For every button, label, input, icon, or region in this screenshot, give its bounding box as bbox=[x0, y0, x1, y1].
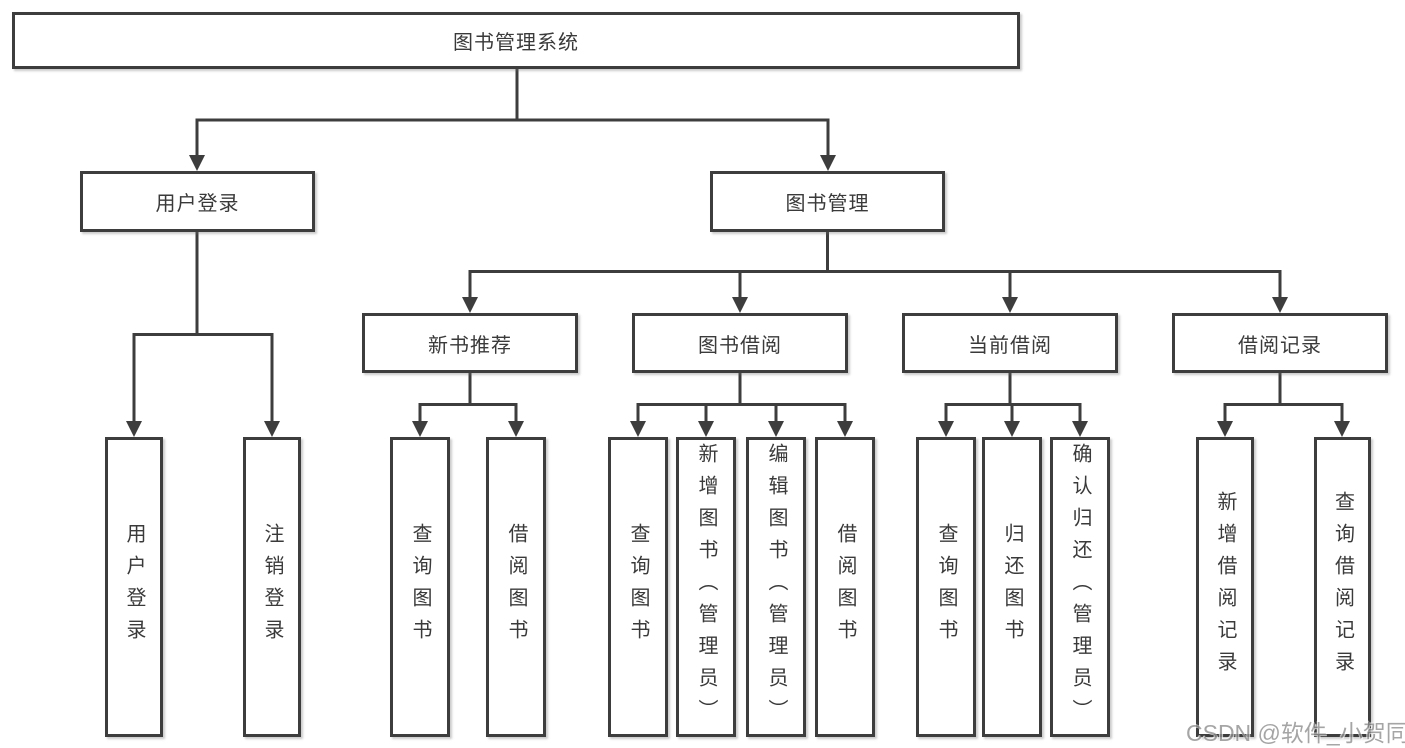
leaf-edit-books-admin: 编辑图书（管理员） bbox=[746, 437, 806, 737]
leaf-edit-books-admin-label: 编辑图书（管理员） bbox=[765, 443, 787, 731]
leaf-add-borrow-record-label: 新增借阅记录 bbox=[1214, 491, 1236, 683]
connector-arrowhead bbox=[698, 421, 714, 437]
connector-arrowhead bbox=[1334, 421, 1350, 437]
connector-arrowhead bbox=[1004, 421, 1020, 437]
node-library-system: 图书管理系统 bbox=[12, 12, 1020, 69]
node-borrow-record: 借阅记录 bbox=[1172, 313, 1388, 373]
connector-arrowhead bbox=[508, 421, 524, 437]
connector-arrowhead bbox=[630, 421, 646, 437]
leaf-query-books-borrow-label: 查询图书 bbox=[627, 523, 649, 651]
connector-arrowhead bbox=[412, 421, 428, 437]
connector-arrowhead bbox=[264, 421, 280, 437]
leaf-user-login-label: 用户登录 bbox=[123, 523, 145, 651]
connector-arrowhead bbox=[1272, 297, 1288, 313]
leaf-query-books-recommend-label: 查询图书 bbox=[409, 523, 431, 651]
leaf-borrow-books-recommend: 借阅图书 bbox=[486, 437, 546, 737]
connector-arrowhead bbox=[1217, 421, 1233, 437]
csdn-watermark: CSDN @软件_小贺同学 bbox=[1186, 720, 1405, 746]
connector-arrowhead bbox=[189, 155, 205, 171]
leaf-add-books-admin-label: 新增图书（管理员） bbox=[695, 443, 717, 731]
node-book-borrow: 图书借阅 bbox=[632, 313, 848, 373]
node-current-borrow-label: 当前借阅 bbox=[968, 334, 1052, 357]
connector-new-book-to-children bbox=[418, 373, 518, 423]
node-user-login-label: 用户登录 bbox=[155, 193, 240, 215]
connector-book-management-to-level3 bbox=[468, 232, 1282, 299]
connector-arrowhead bbox=[1072, 421, 1088, 437]
leaf-borrow-books-recommend-label: 借阅图书 bbox=[505, 523, 527, 651]
leaf-confirm-return-admin-label: 确认归还（管理员） bbox=[1069, 443, 1091, 731]
node-book-borrow-label: 图书借阅 bbox=[698, 334, 782, 357]
leaf-confirm-return-admin: 确认归还（管理员） bbox=[1050, 437, 1110, 737]
leaf-query-books-current-label: 查询图书 bbox=[935, 523, 957, 651]
node-borrow-record-label: 借阅记录 bbox=[1238, 334, 1322, 357]
leaf-borrow-books-label: 借阅图书 bbox=[834, 523, 856, 651]
leaf-add-borrow-record: 新增借阅记录 bbox=[1196, 437, 1254, 737]
connector-arrowhead bbox=[768, 421, 784, 437]
node-book-management-label: 图书管理 bbox=[785, 193, 870, 215]
connector-arrowhead bbox=[732, 297, 748, 313]
node-library-system-label: 图书管理系统 bbox=[453, 32, 579, 54]
node-user-login: 用户登录 bbox=[80, 171, 315, 232]
leaf-user-login: 用户登录 bbox=[105, 437, 163, 737]
connector-arrowhead bbox=[837, 421, 853, 437]
leaf-query-books-borrow: 查询图书 bbox=[608, 437, 668, 737]
leaf-query-books-recommend: 查询图书 bbox=[390, 437, 450, 737]
leaf-query-books-current: 查询图书 bbox=[916, 437, 976, 737]
connector-arrowhead bbox=[1002, 297, 1018, 313]
connector-arrowhead bbox=[938, 421, 954, 437]
node-new-book-recommend-label: 新书推荐 bbox=[428, 334, 512, 357]
leaf-return-books-label: 归还图书 bbox=[1001, 523, 1023, 651]
connector-arrowhead bbox=[462, 297, 478, 313]
connector-book-borrow-to-children bbox=[636, 373, 847, 423]
connector-arrowhead bbox=[820, 155, 836, 171]
node-new-book-recommend: 新书推荐 bbox=[362, 313, 578, 373]
leaf-return-books: 归还图书 bbox=[982, 437, 1042, 737]
node-current-borrow: 当前借阅 bbox=[902, 313, 1118, 373]
leaf-logout-label: 注销登录 bbox=[261, 523, 283, 651]
node-book-management: 图书管理 bbox=[710, 171, 945, 232]
leaf-query-borrow-record: 查询借阅记录 bbox=[1314, 437, 1371, 737]
leaf-query-borrow-record-label: 查询借阅记录 bbox=[1331, 491, 1354, 683]
connector-root-to-level2 bbox=[195, 69, 830, 157]
connector-borrow-record-to-children bbox=[1223, 373, 1344, 423]
connector-current-borrow-to-children bbox=[944, 373, 1082, 423]
connector-user-login-to-children bbox=[132, 232, 274, 423]
leaf-borrow-books: 借阅图书 bbox=[815, 437, 875, 737]
connector-arrowhead bbox=[126, 421, 142, 437]
leaf-add-books-admin: 新增图书（管理员） bbox=[676, 437, 736, 737]
leaf-logout: 注销登录 bbox=[243, 437, 301, 737]
